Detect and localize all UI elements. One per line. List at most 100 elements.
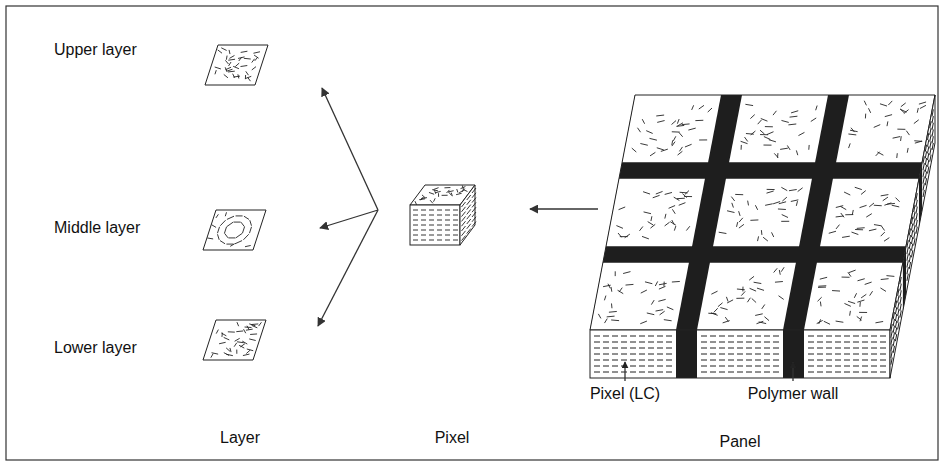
lc-molecule (758, 120, 762, 124)
lc-molecule (648, 222, 654, 225)
lc-molecule (849, 270, 856, 273)
lc-molecule (777, 153, 778, 158)
lc-molecule (445, 230, 450, 231)
lc-molecule (737, 360, 743, 361)
lc-molecule (728, 354, 734, 355)
lc-molecule (886, 275, 894, 277)
lc-molecule (666, 336, 672, 337)
lc-molecule (737, 354, 743, 355)
lc-molecule (437, 215, 442, 216)
lc-molecule (746, 360, 752, 361)
lc-molecule (230, 348, 231, 352)
lc-molecule (421, 230, 426, 231)
lc-molecule (886, 121, 888, 126)
lc-molecule (656, 191, 663, 194)
lc-molecule (745, 137, 748, 141)
layer-label: Lower layer (54, 338, 137, 357)
lc-molecule (869, 229, 876, 231)
part-label: Polymer wall (748, 384, 839, 403)
lc-molecule (737, 289, 745, 291)
lc-molecule (228, 59, 235, 61)
lc-molecule (836, 206, 843, 208)
lc-molecule (916, 200, 917, 207)
lc-molecule (758, 236, 759, 241)
lc-molecule (421, 197, 427, 199)
lc-molecule (928, 160, 929, 167)
lc-molecule (429, 230, 434, 231)
lc-molecule (901, 103, 906, 107)
lc-molecule (699, 105, 704, 109)
lc-molecule (844, 360, 850, 361)
lc-molecule (692, 105, 694, 110)
lc-molecule (249, 339, 255, 341)
lc-molecule (835, 366, 841, 367)
lc-molecule (826, 348, 832, 349)
lc-molecule (925, 178, 926, 185)
lc-molecule (229, 55, 234, 58)
lc-molecule (871, 348, 877, 349)
lc-molecule (472, 188, 476, 193)
lc-molecule (611, 303, 612, 308)
lc-molecule (250, 333, 257, 335)
lc-molecule (871, 336, 877, 337)
lc-molecule (603, 366, 609, 367)
lc-molecule (858, 279, 865, 281)
lc-molecule (664, 320, 672, 321)
lc-molecule (658, 299, 665, 301)
lc-molecule (880, 348, 886, 349)
lc-molecule (887, 203, 895, 205)
lc-molecule (932, 136, 933, 143)
lc-molecule (224, 337, 230, 339)
lc-molecule (826, 360, 832, 361)
lc-molecule (836, 321, 844, 322)
lc-molecule (621, 336, 627, 337)
lc-molecule (739, 211, 740, 216)
lc-molecule (895, 334, 896, 341)
lc-molecule (639, 360, 645, 361)
lc-molecule (429, 235, 434, 236)
lc-molecule (842, 236, 850, 237)
lc-molecule (869, 203, 874, 207)
lc-molecule (835, 348, 841, 349)
lc-molecule (650, 216, 652, 221)
lc-molecule (445, 235, 450, 236)
lc-molecule (657, 372, 663, 373)
lc-molecule (666, 342, 672, 343)
lc-molecule (880, 372, 886, 373)
lc-molecule (701, 336, 707, 337)
lc-molecule (923, 183, 924, 190)
lc-molecule (859, 302, 860, 307)
lc-molecule (657, 354, 663, 355)
lc-molecule (215, 70, 216, 74)
pixel-cell (606, 179, 705, 246)
lc-molecule (462, 226, 466, 231)
lc-molecule (881, 278, 889, 280)
lc-molecule (648, 372, 654, 373)
lc-molecule (923, 170, 924, 177)
lc-molecule (928, 153, 929, 160)
lc-molecule (818, 297, 822, 301)
lc-molecule (746, 336, 752, 337)
lc-molecule (226, 56, 228, 60)
panel-top (590, 95, 935, 330)
lc-molecule (594, 360, 600, 361)
lc-molecule (862, 366, 868, 367)
lc-molecule (643, 192, 650, 194)
lc-molecule (860, 205, 867, 207)
lc-molecule (221, 48, 226, 51)
arrows (318, 88, 793, 381)
lc-molecule (619, 288, 622, 292)
lc-molecule (893, 339, 894, 346)
lc-molecule (453, 240, 458, 241)
lc-molecule (453, 225, 458, 226)
lc-molecule (467, 195, 471, 200)
lc-molecule (639, 226, 642, 230)
lc-molecule (421, 215, 426, 216)
lc-molecule (898, 316, 899, 323)
lc-molecule (759, 322, 766, 324)
lc-molecule (835, 372, 841, 373)
lc-molecule (252, 59, 255, 63)
lc-molecule (798, 132, 804, 135)
lc-molecule (462, 231, 466, 236)
lc-molecule (916, 207, 917, 214)
